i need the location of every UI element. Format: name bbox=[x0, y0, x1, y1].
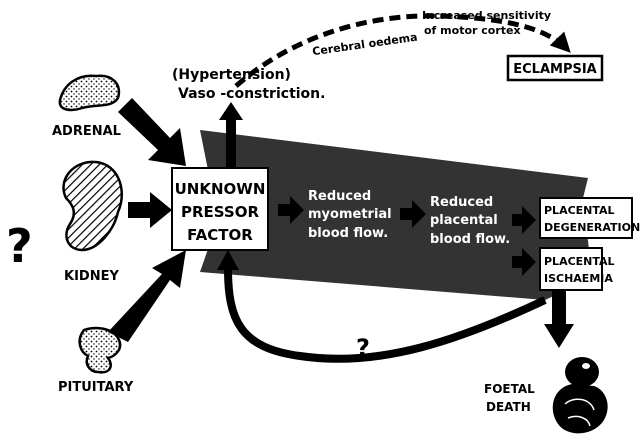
degeneration-line-1: PLACENTAL bbox=[544, 204, 615, 217]
ischaemia-line-2: ISCHAEMIA bbox=[544, 272, 613, 285]
unknown-question-mark: ? bbox=[6, 219, 33, 273]
feedback-question-mark: ? bbox=[356, 334, 370, 362]
sensitivity-label-2: of motor cortex bbox=[424, 24, 521, 37]
adrenal-arrow bbox=[118, 98, 186, 166]
foetal-death-line-1: FOETAL bbox=[484, 382, 535, 396]
kidney-label: KIDNEY bbox=[64, 269, 119, 284]
placental-flow-line-2: placental bbox=[430, 213, 498, 228]
eclampsia-label: ECLAMPSIA bbox=[513, 62, 597, 77]
factor-line-3: FACTOR bbox=[187, 226, 253, 244]
foetal-arrow bbox=[544, 290, 574, 348]
vaso-constriction-label: Vaso -constriction. bbox=[178, 86, 325, 102]
pituitary-arrow bbox=[108, 250, 186, 342]
pituitary-label: PITUITARY bbox=[58, 380, 134, 395]
kidney-organ bbox=[63, 162, 121, 250]
foetal-death-line-2: DEATH bbox=[486, 400, 531, 414]
adrenal-label: ADRENAL bbox=[52, 124, 121, 139]
ischaemia-line-1: PLACENTAL bbox=[544, 255, 615, 268]
foetus-figure bbox=[553, 357, 608, 433]
hypertension-label: (Hypertension) bbox=[172, 67, 291, 83]
adrenal-organ bbox=[60, 76, 119, 110]
factor-line-2: PRESSOR bbox=[181, 203, 259, 221]
factor-line-1: UNKNOWN bbox=[175, 180, 266, 198]
myometrial-line-2: myometrial bbox=[308, 207, 392, 222]
degeneration-line-2: DEGENERATION bbox=[544, 221, 640, 234]
placental-flow-line-3: blood flow. bbox=[430, 232, 510, 247]
kidney-arrow bbox=[128, 192, 172, 228]
sensitivity-label-1: Increased sensitivity bbox=[422, 9, 551, 22]
myometrial-line-3: blood flow. bbox=[308, 226, 388, 241]
myometrial-line-1: Reduced bbox=[308, 189, 371, 204]
placental-flow-line-1: Reduced bbox=[430, 195, 493, 210]
